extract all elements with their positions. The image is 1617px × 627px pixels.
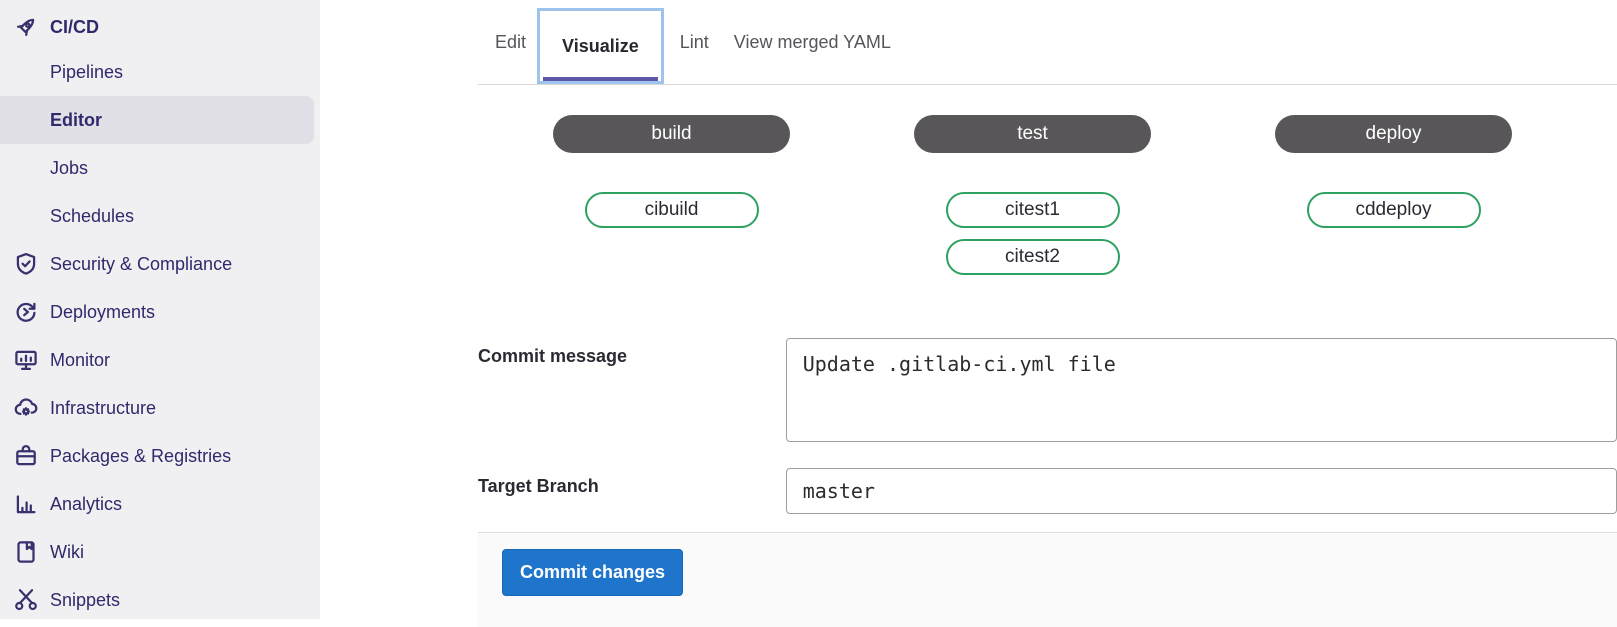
sidebar-item-analytics[interactable]: Analytics (0, 480, 320, 528)
pipeline-graph: build cibuild test citest1 citest2 deplo… (478, 115, 1617, 286)
target-branch-input[interactable] (785, 468, 1617, 514)
sidebar-item-schedules[interactable]: Schedules (0, 192, 320, 240)
sidebar-item-label: Snippets (50, 589, 121, 610)
job-pill-cddeploy[interactable]: cddeploy (1306, 192, 1481, 228)
sidebar-item-jobs[interactable]: Jobs (0, 144, 320, 192)
sidebar-item-label: Analytics (50, 493, 123, 514)
stage-column-test: test citest1 citest2 (914, 115, 1151, 286)
stage-pill-build: build (553, 115, 790, 153)
sidebar-item-packages-registries[interactable]: Packages & Registries (0, 432, 320, 480)
tab-label: Edit (495, 31, 527, 52)
deployments-icon (14, 300, 38, 324)
sidebar-item-pipelines[interactable]: Pipelines (0, 48, 320, 96)
form-actions-footer: Commit changes (478, 532, 1617, 627)
editor-tabbar: Edit Visualize Lint View merged YAML (478, 0, 1617, 85)
sidebar-item-label: Jobs (50, 157, 89, 178)
package-icon (14, 444, 38, 468)
sidebar-item-deployments[interactable]: Deployments (0, 288, 320, 336)
tab-label: Visualize (562, 35, 639, 56)
job-pill-cibuild[interactable]: cibuild (584, 192, 759, 228)
sidebar-item-editor[interactable]: Editor (0, 96, 314, 144)
tab-lint[interactable]: Lint (680, 0, 709, 84)
sidebar-item-label: Wiki (50, 541, 84, 562)
sidebar-item-label: Packages & Registries (50, 445, 232, 466)
sidebar-item-label: Pipelines (50, 61, 124, 82)
sidebar-item-label: Monitor (50, 349, 111, 370)
sidebar-item-label: Schedules (50, 205, 135, 226)
sidebar-item-cicd[interactable]: CI/CD (0, 6, 320, 48)
stage-column-deploy: deploy cddeploy (1275, 115, 1512, 286)
sidebar: CI/CD Pipelines Editor Jobs Schedules Se… (0, 0, 320, 619)
stage-jobs: cddeploy (1275, 192, 1512, 228)
commit-changes-button[interactable]: Commit changes (502, 549, 684, 596)
book-icon (14, 540, 38, 564)
stage-pill-deploy: deploy (1275, 115, 1512, 153)
stage-jobs: citest1 citest2 (914, 192, 1151, 275)
stage-column-build: build cibuild (553, 115, 790, 286)
tab-label: View merged YAML (733, 31, 891, 52)
rocket-icon (14, 15, 38, 39)
sidebar-item-snippets[interactable]: Snippets (0, 576, 320, 624)
commit-message-label: Commit message (478, 346, 628, 366)
sidebar-item-label: CI/CD (50, 16, 99, 37)
monitor-icon (14, 348, 38, 372)
sidebar-item-infrastructure[interactable]: Infrastructure (0, 384, 320, 432)
commit-message-row: Commit message (478, 338, 1617, 442)
job-pill-citest1[interactable]: citest1 (945, 192, 1120, 228)
stage-jobs: cibuild (553, 192, 790, 228)
pipeline-editor-main: Edit Visualize Lint View merged YAML bui… (478, 0, 1617, 627)
tab-edit[interactable]: Edit (495, 0, 526, 84)
stage-pill-test: test (914, 115, 1151, 153)
bar-chart-icon (14, 492, 38, 516)
job-pill-citest2[interactable]: citest2 (945, 239, 1120, 275)
tab-view-merged-yaml[interactable]: View merged YAML (734, 0, 891, 84)
tab-visualize[interactable]: Visualize (537, 8, 664, 84)
sidebar-item-wiki[interactable]: Wiki (0, 528, 320, 576)
sidebar-item-label: Deployments (50, 301, 156, 322)
sidebar-item-security-compliance[interactable]: Security & Compliance (0, 240, 320, 288)
target-branch-label: Target Branch (478, 476, 599, 496)
shield-icon (14, 252, 38, 276)
sidebar-item-label: Editor (50, 109, 102, 130)
sidebar-item-label: Security & Compliance (50, 253, 233, 274)
target-branch-row: Target Branch (478, 468, 1617, 514)
sidebar-item-monitor[interactable]: Monitor (0, 336, 320, 384)
scissors-icon (14, 588, 38, 612)
commit-message-textarea[interactable] (785, 338, 1617, 442)
sidebar-item-label: Infrastructure (50, 397, 157, 418)
tab-label: Lint (679, 31, 709, 52)
cloud-gear-icon (14, 396, 38, 420)
